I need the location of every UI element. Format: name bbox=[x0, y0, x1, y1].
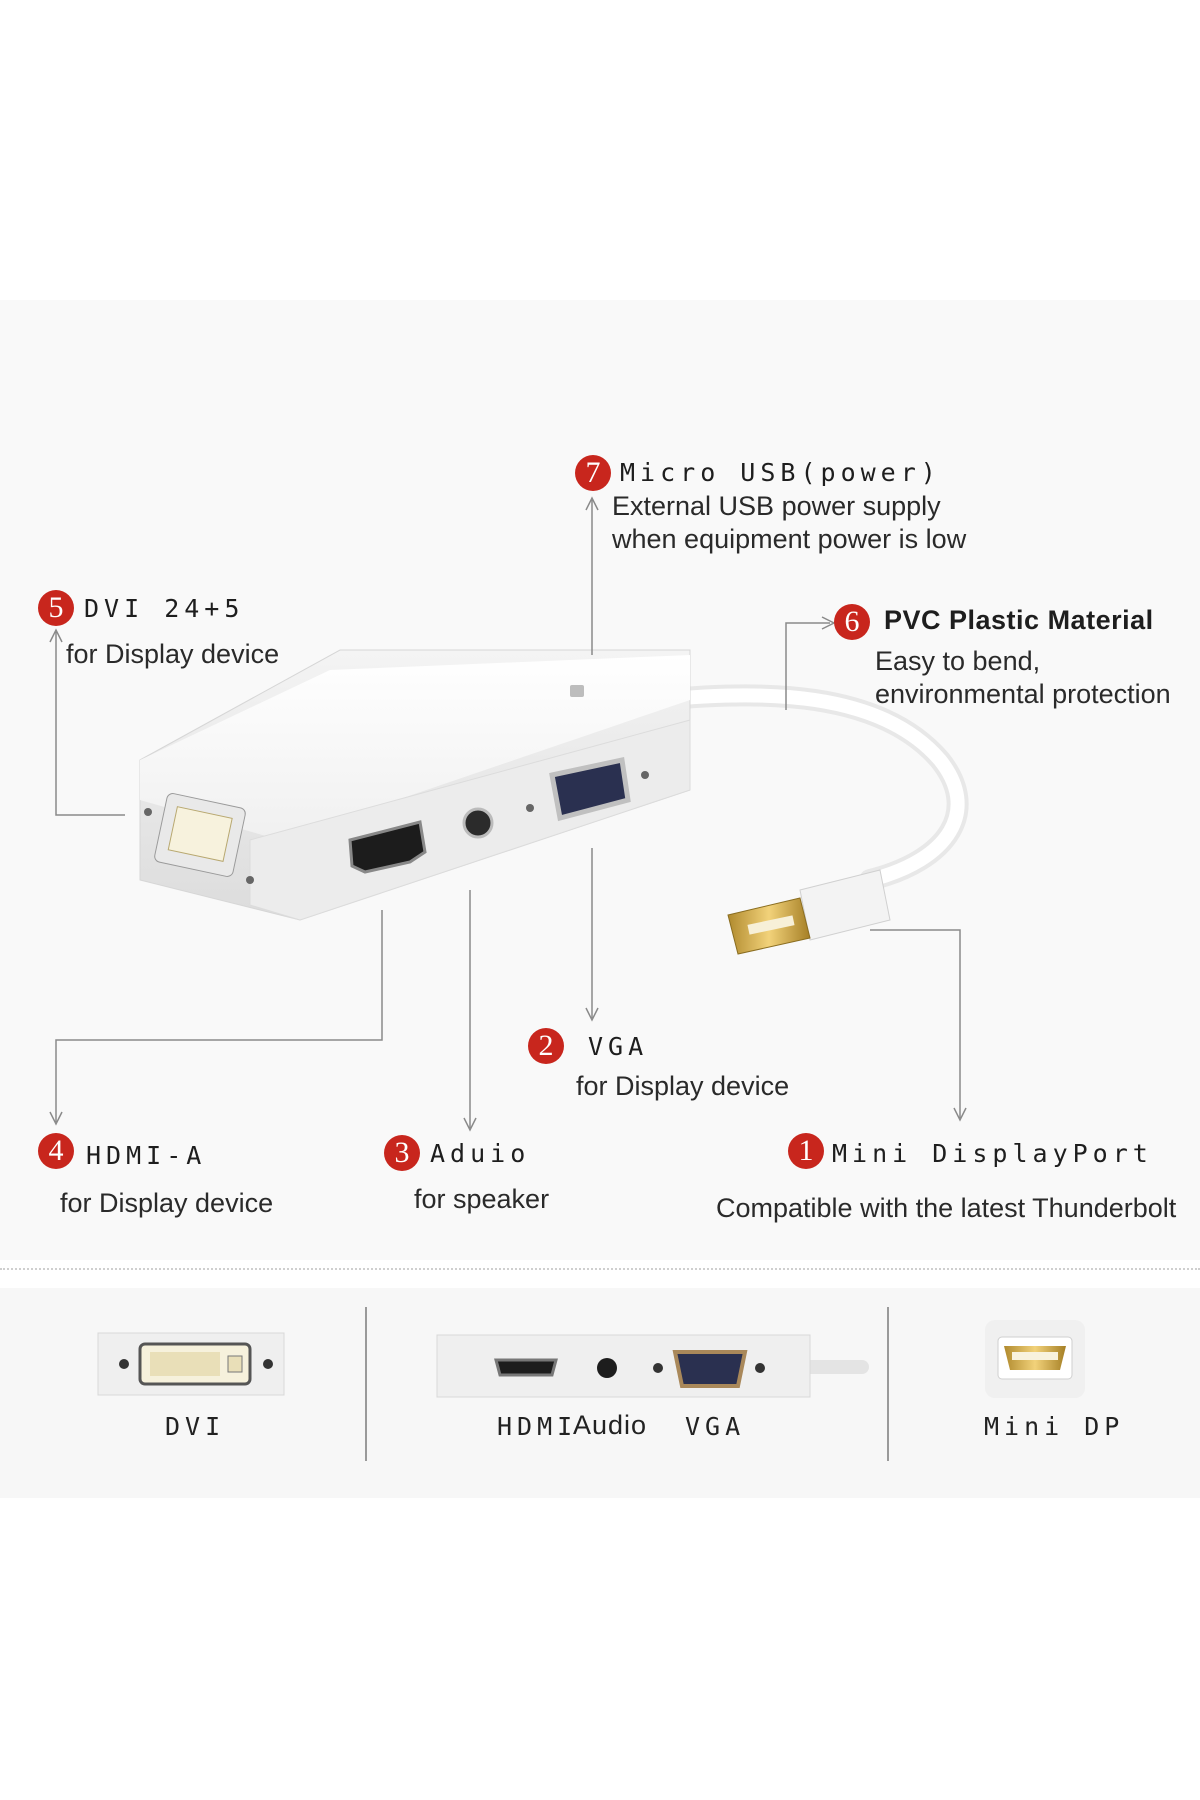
hdmi-desc: for Display device bbox=[60, 1188, 274, 1218]
mini-dp-desc: Compatible with the latest Thunderbolt bbox=[716, 1193, 1177, 1223]
badge-6: 6 bbox=[834, 604, 870, 640]
badge-4: 4 bbox=[38, 1133, 74, 1169]
vga-caption: VGA bbox=[685, 1412, 746, 1441]
badge-3: 3 bbox=[384, 1135, 420, 1171]
micro-usb-desc-2: when equipment power is low bbox=[612, 524, 967, 554]
dvi-desc: for Display device bbox=[66, 639, 280, 669]
audio-caption: Audio bbox=[573, 1410, 648, 1440]
pvc-desc-2: environmental protection bbox=[875, 679, 1171, 709]
vga-port-illustration bbox=[526, 756, 649, 822]
badge-5: 5 bbox=[38, 590, 74, 626]
badge-1: 1 bbox=[788, 1133, 824, 1169]
badge-7: 7 bbox=[575, 455, 611, 491]
mini-dp-thumbnail bbox=[985, 1320, 1085, 1398]
vga-desc: for Display device bbox=[576, 1071, 790, 1101]
mini-dp-title: Mini DisplayPort bbox=[832, 1139, 1153, 1168]
badge-2: 2 bbox=[528, 1028, 564, 1064]
micro-usb-illustration bbox=[570, 685, 584, 697]
hdmi-port-illustration bbox=[348, 820, 427, 874]
adapter-thumbnail bbox=[436, 1334, 869, 1398]
audio-jack-illustration bbox=[462, 807, 494, 839]
dvi-title: DVI 24+5 bbox=[84, 594, 245, 623]
mini-dp-plug-illustration bbox=[727, 869, 891, 955]
section-divider bbox=[0, 1268, 1200, 1270]
dvi-thumbnail bbox=[97, 1332, 285, 1396]
strip-separator-2 bbox=[887, 1307, 889, 1461]
hdmi-caption: HDMI bbox=[497, 1412, 578, 1441]
audio-title: Aduio bbox=[430, 1139, 531, 1168]
micro-usb-desc-1: External USB power supply bbox=[612, 491, 941, 521]
vga-title: VGA bbox=[588, 1032, 649, 1061]
audio-desc: for speaker bbox=[414, 1184, 550, 1214]
hdmi-title: HDMI-A bbox=[86, 1141, 207, 1170]
pvc-title: PVC Plastic Material bbox=[884, 605, 1154, 635]
micro-usb-title: Micro USB(power) bbox=[620, 458, 941, 487]
mini-dp-caption: Mini DP bbox=[984, 1412, 1125, 1441]
dvi-caption: DVI bbox=[165, 1412, 226, 1441]
pvc-desc-1: Easy to bend, bbox=[875, 646, 1041, 676]
strip-separator-1 bbox=[365, 1307, 367, 1461]
dvi-port-illustration bbox=[144, 793, 254, 884]
